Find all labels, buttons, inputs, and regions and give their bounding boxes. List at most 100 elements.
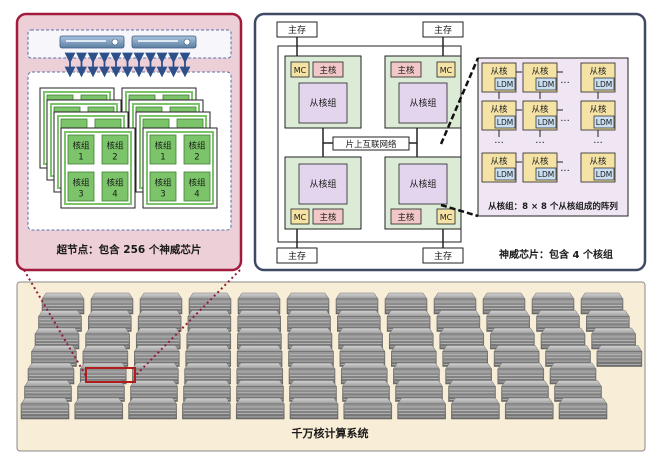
- server-unit: [235, 397, 285, 420]
- array-ellipsis: ···: [560, 116, 570, 127]
- main-core: [390, 208, 422, 225]
- core-group-number: 4: [112, 190, 117, 200]
- server-unit: [504, 397, 554, 420]
- slave-core-cell: 从核 LDM: [580, 62, 616, 93]
- ldm-label: LDM: [596, 80, 612, 89]
- ldm-block: [593, 115, 615, 129]
- server-unit: [343, 397, 393, 420]
- zoom-line-array-bottom: [440, 203, 479, 218]
- core-group-label: 核组: [188, 178, 206, 189]
- ldm-label: LDM: [538, 80, 554, 89]
- system-panel: 千万核计算系统: [16, 281, 646, 452]
- slave-core-label: 从核: [490, 156, 508, 167]
- zoom-line-supernode-left: [23, 269, 87, 377]
- ldm-label: LDM: [497, 118, 513, 127]
- ldm-block: [593, 167, 615, 181]
- main-memory-label: 主存: [288, 250, 306, 262]
- main-core: [312, 208, 344, 225]
- ldm-block: [494, 77, 516, 91]
- mc-label: MC: [294, 213, 307, 222]
- zoom-line-array-top: [439, 57, 480, 145]
- slave-group-label: 从核组: [309, 97, 336, 109]
- slave-group-label: 从核组: [409, 178, 436, 190]
- main-core-label: 主核: [397, 212, 415, 223]
- slave-core-array: 从核LDM从核LDM从核LDM从核LDM从核LDM从核LDM从核LDM从核LDM…: [481, 62, 616, 183]
- server-unit: [128, 397, 178, 420]
- slave-core-cell: 从核 LDM: [522, 62, 558, 93]
- system-caption: 千万核计算系统: [292, 426, 369, 440]
- chip-board-stack: 核组核组核组核组核组核组核组核组核组核组核组核组核组1核组2核组3核组4核组1核…: [39, 87, 218, 209]
- ldm-block: [494, 115, 516, 129]
- ldm-label: LDM: [596, 170, 612, 179]
- slave-core-label: 从核: [490, 104, 508, 115]
- core-group-label: 核组: [154, 178, 172, 189]
- ldm-block: [535, 167, 557, 181]
- supernode-caption: 超节点：包含 256 个神威芯片: [56, 243, 202, 256]
- core-group: MC 主核 从核组: [384, 156, 462, 230]
- supernode-panel: 核组核组核组核组核组核组核组核组核组核组核组核组核组1核组2核组3核组4核组1核…: [15, 12, 243, 272]
- core-group-cell: [101, 171, 129, 202]
- server-unit: [596, 345, 643, 367]
- server-unit: [558, 397, 608, 420]
- server-unit: [397, 397, 447, 420]
- noc-label: 片上互联网络: [345, 139, 397, 150]
- interconnect-arrows: [64, 52, 191, 78]
- array-caption: 从核组：8 × 8 个从核组成的阵列: [488, 201, 618, 212]
- core-group-number: 1: [78, 153, 83, 163]
- main-memory-label: 主存: [288, 24, 306, 36]
- core-group-number: 3: [160, 190, 165, 200]
- core-group-number: 4: [194, 190, 199, 200]
- slave-core-group: [298, 163, 348, 205]
- slave-core-label: 从核: [531, 156, 549, 167]
- slave-core-cell: 从核 LDM: [481, 100, 517, 131]
- memory-controller: [290, 61, 310, 78]
- slave-core-cell: 从核 LDM: [481, 152, 517, 183]
- memory-controller: [436, 208, 456, 225]
- core-group-label: 核组: [154, 141, 172, 152]
- core-group-cell: [149, 171, 177, 202]
- ldm-block: [535, 77, 557, 91]
- slave-group-label: 从核组: [309, 178, 336, 190]
- server-unit: [289, 397, 339, 420]
- slave-core-group: [298, 82, 348, 124]
- core-group: MC 主核 从核组: [284, 156, 362, 230]
- ldm-label: LDM: [497, 170, 513, 179]
- ldm-label: LDM: [497, 80, 513, 89]
- server-unit: [20, 397, 70, 420]
- slave-core-label: 从核: [490, 66, 508, 77]
- server-rack-grid: [20, 292, 643, 420]
- core-group-label: 核组: [72, 141, 90, 152]
- core-group-label: 核组: [106, 178, 124, 189]
- core-group-cell: [67, 134, 95, 165]
- ldm-label: LDM: [596, 118, 612, 127]
- main-memory-label: 主存: [434, 24, 452, 36]
- mc-label: MC: [440, 66, 453, 75]
- mc-label: MC: [440, 213, 453, 222]
- core-group-cell: [183, 171, 211, 202]
- main-core: [312, 61, 344, 78]
- main-core: [390, 61, 422, 78]
- slave-group-label: 从核组: [409, 97, 436, 109]
- slave-core-label: 从核: [589, 66, 607, 77]
- main-memory-label: 主存: [434, 250, 452, 262]
- core-group-label: 核组: [72, 178, 90, 189]
- main-core-label: 主核: [319, 65, 337, 76]
- array-ellipsis: ···: [593, 138, 603, 149]
- slave-core-label: 从核: [531, 66, 549, 77]
- core-group-label: 核组: [188, 141, 206, 152]
- slave-core-label: 从核: [531, 104, 549, 115]
- core-group-cell: [101, 134, 129, 165]
- array-ellipsis: ···: [560, 166, 570, 177]
- main-core-label: 主核: [319, 212, 337, 223]
- main-core-label: 主核: [397, 65, 415, 76]
- slave-core-group: [398, 82, 448, 124]
